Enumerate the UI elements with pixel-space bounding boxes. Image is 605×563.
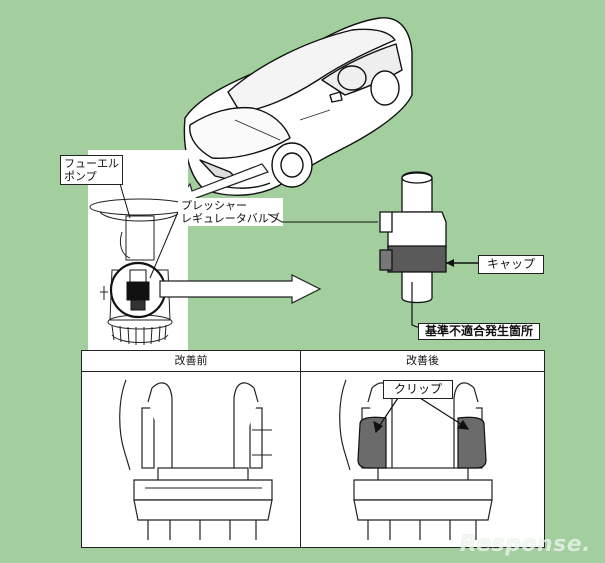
response-watermark: Response.	[459, 532, 591, 557]
right-clip	[457, 416, 487, 469]
cap-label: キャップ	[478, 255, 545, 274]
fuel-pump-label: フューエル ポンプ	[60, 155, 123, 185]
after-header: 改善後	[301, 351, 544, 372]
panel-divider	[300, 351, 301, 547]
pressure-regulator-label: プレッシャー レギュレータバルブ	[178, 198, 283, 226]
defect-location-label: 基準不適合発生箇所	[418, 323, 541, 340]
left-clip	[357, 416, 387, 469]
clip-label: クリップ	[383, 380, 454, 399]
